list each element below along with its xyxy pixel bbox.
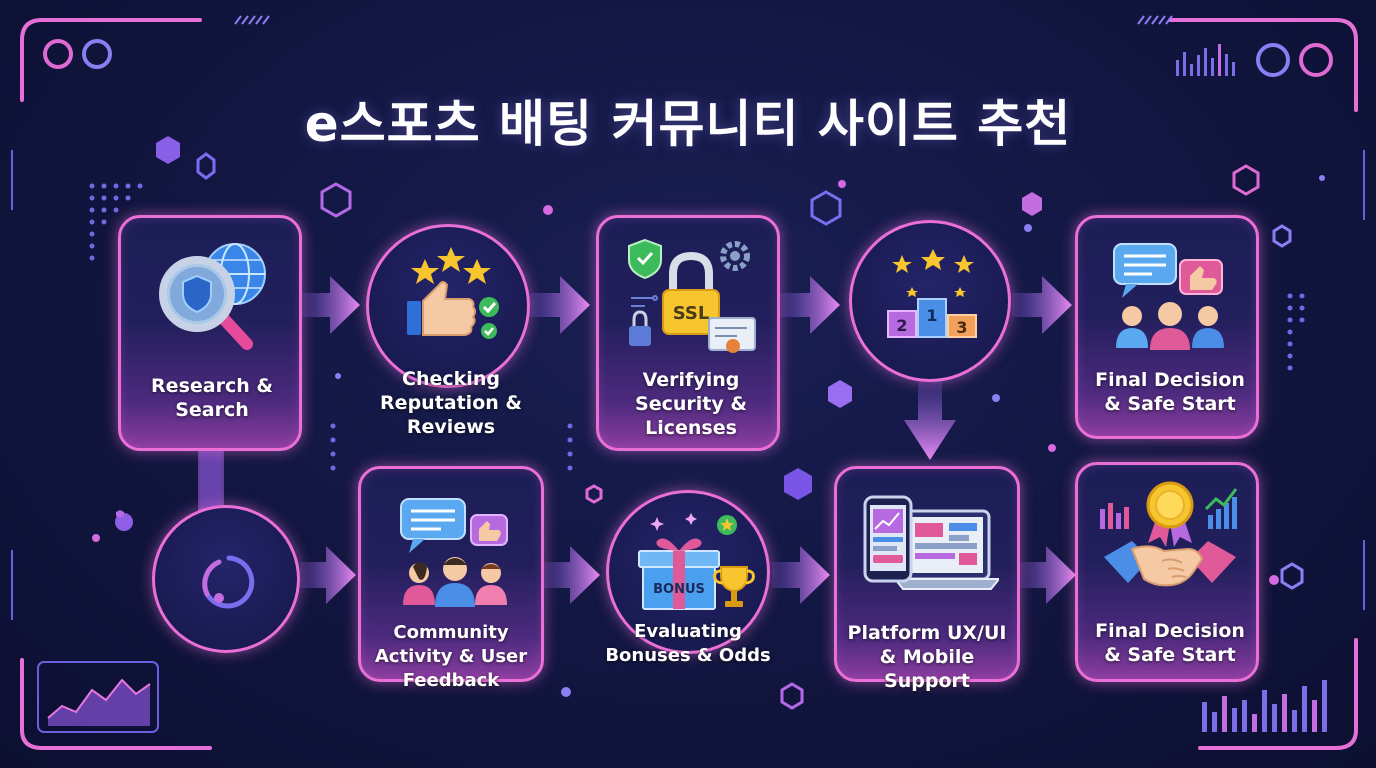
step-label: Community Activity & User Feedback	[374, 622, 528, 691]
bar-chart-ornament-top	[1176, 44, 1235, 76]
step-bonuses-odds: BONUS	[606, 490, 770, 654]
chat-people-icon	[1113, 243, 1224, 350]
step-final-decision-bottom: Final Decision & Safe Start	[1075, 462, 1259, 682]
podium-2-text: 2	[896, 316, 907, 335]
arrow-2-3	[530, 276, 590, 334]
ring-ornaments	[43, 39, 1333, 77]
phone-laptop-icon	[863, 495, 999, 590]
step-ranking-podium: 2 1 3	[849, 220, 1011, 382]
bonus-gift-trophy-icon: BONUS	[638, 513, 755, 610]
step-platform-ux: Platform UX/UI & Mobile Support	[834, 466, 1020, 692]
page-title: e스포츠 배팅 커뮤니티 사이트 추천	[304, 95, 1072, 153]
podium-3-text: 3	[956, 318, 967, 337]
magnifier-shield-globe-icon	[159, 243, 266, 350]
loop-ring-icon	[202, 555, 255, 609]
handshake-medal-icon	[1100, 481, 1238, 587]
step-reputation-reviews	[366, 224, 530, 388]
arrow-6-7	[300, 546, 356, 604]
mini-bars	[1100, 503, 1129, 529]
bonus-text: BONUS	[653, 582, 705, 597]
ssl-text: SSL	[673, 303, 710, 324]
step-reputation-label: Checking Reputation & Reviews	[380, 368, 522, 438]
step-label: Research & Search	[151, 375, 273, 421]
step-label: Final Decision & Safe Start	[1095, 620, 1245, 666]
podium-1-text: 1	[926, 306, 937, 325]
step-label: Verifying Security & Licenses	[635, 369, 747, 439]
ssl-lock-certificate-icon: SSL	[628, 238, 756, 353]
bar-chart-ornament-bottom	[1202, 680, 1327, 732]
podium-stars-icon: 2 1 3	[887, 249, 977, 338]
arrow-4-9	[904, 378, 956, 460]
thumbs-up-stars-icon	[407, 247, 499, 339]
arrow-7-8	[544, 546, 600, 604]
connector-lines	[198, 449, 224, 511]
step-final-decision-top: Final Decision & Safe Start	[1075, 215, 1259, 439]
step-bonuses-label: Evaluating Bonuses & Odds	[605, 621, 771, 666]
arrow-4-5	[1012, 276, 1072, 334]
step-label: Final Decision & Safe Start	[1095, 369, 1245, 415]
area-chart-ornament	[37, 661, 159, 733]
mini-trend	[1208, 497, 1237, 529]
arrow-1-2	[302, 276, 360, 334]
step-label: Platform UX/UI & Mobile Support	[847, 622, 1007, 692]
community-chat-icon	[400, 498, 508, 607]
step-security-licenses: SSL Verifying Security & Licenses	[596, 215, 780, 451]
arrow-8-9	[772, 546, 830, 604]
step-community-feedback: Community Activity & User Feedback	[358, 466, 544, 691]
step-loop-ring	[152, 505, 300, 653]
arrow-3-4	[780, 276, 840, 334]
arrow-9-10	[1020, 546, 1076, 604]
step-research-search: Research & Search	[118, 215, 302, 451]
